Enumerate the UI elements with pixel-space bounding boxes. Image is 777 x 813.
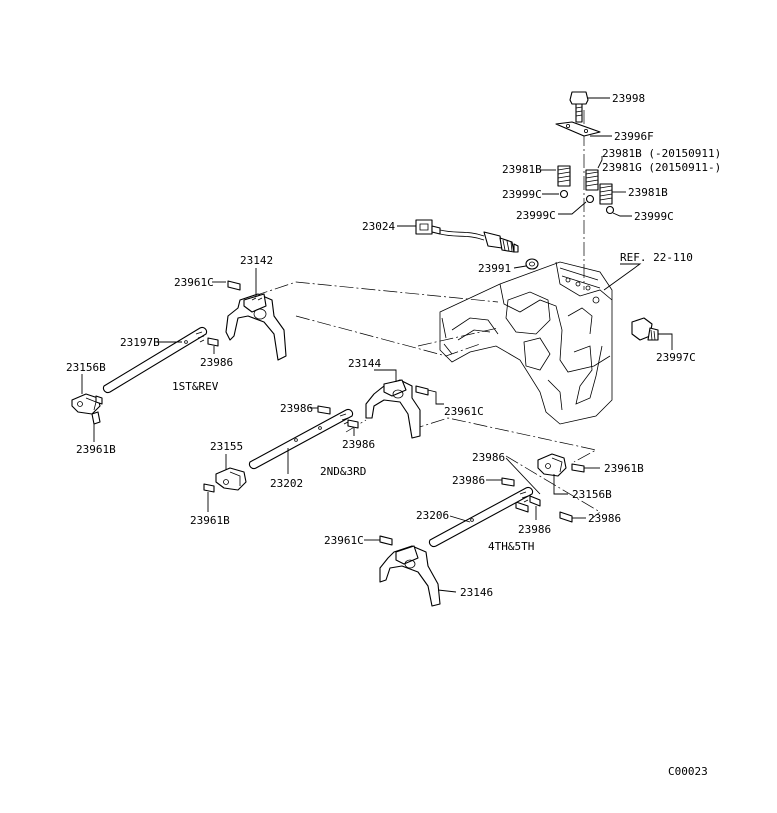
label-23961c-b: 23961C	[444, 405, 484, 418]
pin-23961b-c	[571, 463, 585, 473]
shift-rail-23206	[428, 486, 534, 548]
shift-fork-23142	[225, 293, 287, 361]
spring-23981b-g-center	[585, 169, 599, 191]
ball-23999c-left	[559, 189, 569, 199]
label-23986-a: 23986	[200, 356, 233, 369]
label-23961b-b: 23961B	[190, 514, 230, 527]
label-23156b-b: 23156B	[572, 488, 612, 501]
center-chain-lines	[253, 110, 601, 521]
washer-23991	[525, 258, 539, 270]
shift-block-23156b-a	[71, 393, 103, 415]
label-23986-g: 23986	[588, 512, 621, 525]
interlock-pin-23986-g	[559, 511, 573, 523]
label-23144: 23144	[348, 357, 381, 370]
label-23981b-right: 23981B	[628, 186, 668, 199]
label-4th-5th: 4TH&5TH	[488, 540, 534, 553]
spring-23981b-right	[599, 183, 613, 205]
label-23999c-left: 23999C	[502, 188, 542, 201]
label-23156b-a: 23156B	[66, 361, 106, 374]
label-23999c-right: 23999C	[634, 210, 674, 223]
label-2nd-3rd: 2ND&3RD	[320, 465, 366, 478]
plug-23997c	[631, 317, 659, 341]
shift-block-23156b-b	[537, 453, 567, 477]
ball-23999c-center	[585, 194, 595, 204]
neutral-switch-23024	[415, 219, 519, 253]
label-23155: 23155	[210, 440, 243, 453]
label-23024: 23024	[362, 220, 395, 233]
shift-fork-23144	[365, 379, 421, 439]
label-23996f: 23996F	[614, 130, 654, 143]
label-23961c-c: 23961C	[324, 534, 364, 547]
interlock-pin-23986-c	[347, 419, 359, 429]
label-23997c: 23997C	[656, 351, 696, 364]
label-23986-b: 23986	[280, 402, 313, 415]
diagram-code: C00023	[668, 765, 708, 778]
label-23146: 23146	[460, 586, 493, 599]
label-23981b-left: 23981B	[502, 163, 542, 176]
ball-23999c-right	[605, 205, 615, 215]
pin-23961b-a	[91, 411, 101, 425]
interlock-pin-23986-d	[515, 501, 529, 513]
bolt-23998	[569, 91, 589, 123]
label-23999c-center: 23999C	[516, 209, 556, 222]
label-23981g-range: 23981G (20150911-)	[602, 161, 721, 174]
label-23986-d: 23986	[472, 451, 505, 464]
interlock-pin-23986-a	[207, 337, 219, 347]
label-23998: 23998	[612, 92, 645, 105]
label-23986-f: 23986	[518, 523, 551, 536]
shift-rail-23197b	[102, 326, 208, 394]
label-23961b-c: 23961B	[604, 462, 644, 475]
label-ref: REF. 22-110	[620, 251, 693, 264]
interlock-pin-23986-e	[501, 477, 515, 487]
part-labels: 23998 23996F 23981B (-20150911) 23981G (…	[66, 92, 721, 778]
pin-23961c-a	[227, 280, 241, 291]
shift-fork-23146	[379, 545, 441, 607]
label-23986-c: 23986	[342, 438, 375, 451]
label-23961c-a: 23961C	[174, 276, 214, 289]
label-23206: 23206	[416, 509, 449, 522]
label-23961b-a: 23961B	[76, 443, 116, 456]
label-23197b: 23197B	[120, 336, 160, 349]
spring-23981b-left	[557, 165, 571, 187]
pin-23961c-b	[415, 385, 429, 396]
label-23991: 23991	[478, 262, 511, 275]
label-23202: 23202	[270, 477, 303, 490]
shift-rail-23202	[248, 408, 354, 470]
label-1st-rev: 1ST&REV	[172, 380, 219, 393]
plate-23996f	[555, 121, 601, 137]
interlock-pin-23986-b	[317, 405, 331, 415]
transmission-housing	[439, 261, 613, 425]
label-23986-e: 23986	[452, 474, 485, 487]
interlock-pin-23986-f	[529, 495, 541, 507]
shift-block-23155	[215, 467, 247, 491]
pin-23961c-c	[379, 535, 393, 546]
label-23142: 23142	[240, 254, 273, 267]
pin-23961b-b	[203, 483, 215, 493]
label-23981b-range: 23981B (-20150911)	[602, 147, 721, 160]
